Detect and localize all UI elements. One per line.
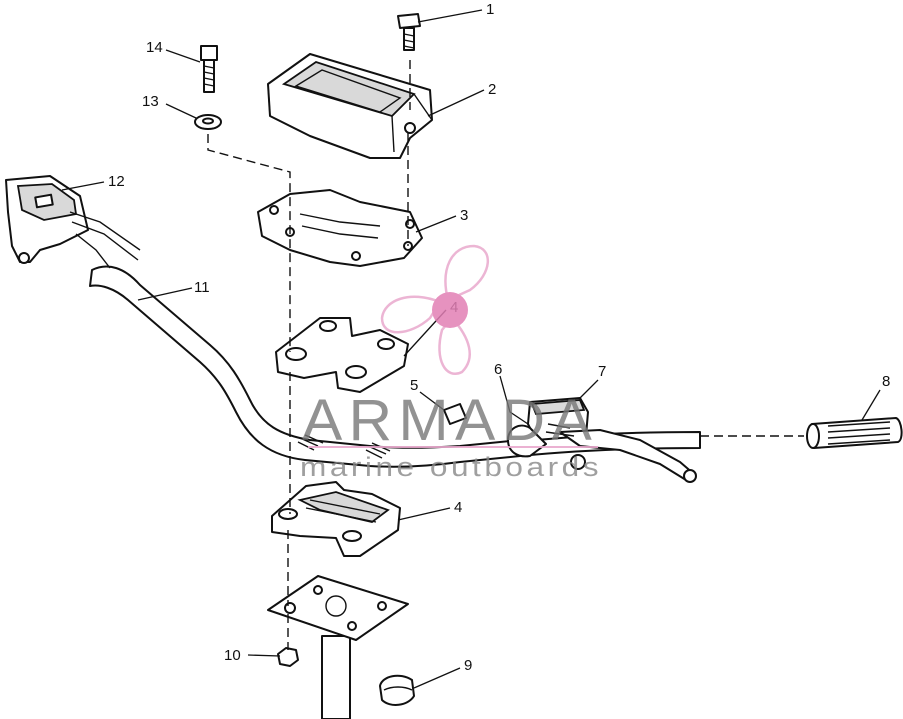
callout-14: 14 bbox=[146, 39, 163, 56]
callout-10: 10 bbox=[224, 647, 241, 664]
watermark-divider bbox=[308, 446, 598, 448]
callout-2: 2 bbox=[488, 81, 496, 98]
control-housing bbox=[5, 175, 141, 269]
handle-grip bbox=[806, 417, 903, 449]
callout-4-lower: 4 bbox=[454, 499, 462, 516]
callout-8: 8 bbox=[882, 373, 890, 390]
pin-5 bbox=[443, 403, 467, 425]
callout-5: 5 bbox=[410, 377, 418, 394]
upper-holder bbox=[275, 317, 409, 393]
steering-post bbox=[267, 575, 409, 719]
callout-1: 1 bbox=[486, 1, 494, 18]
callout-6: 6 bbox=[494, 361, 502, 378]
washer-13 bbox=[194, 114, 222, 130]
bolt-14 bbox=[200, 45, 218, 93]
lower-holder bbox=[271, 481, 401, 557]
watermark: ARMADA marine outboards bbox=[300, 244, 602, 482]
nut-10 bbox=[277, 647, 299, 667]
brake-lever-assembly bbox=[507, 397, 697, 483]
cable-clamp-9 bbox=[379, 674, 415, 706]
callout-12: 12 bbox=[108, 173, 125, 190]
callout-3: 3 bbox=[460, 207, 468, 224]
watermark-brand: ARMADA bbox=[302, 388, 598, 453]
clamp-plate bbox=[257, 189, 423, 267]
bolt-1 bbox=[397, 13, 421, 51]
callout-labels: 1 2 3 4 4 5 6 7 8 9 10 11 12 13 14 bbox=[108, 1, 890, 674]
callout-13: 13 bbox=[142, 93, 159, 110]
callout-9: 9 bbox=[464, 657, 472, 674]
cover-pad bbox=[267, 53, 433, 159]
callout-11: 11 bbox=[194, 279, 210, 296]
propeller-logo-icon bbox=[380, 244, 490, 375]
assembly-lines bbox=[207, 60, 804, 650]
callout-7: 7 bbox=[598, 363, 606, 380]
leader-lines bbox=[61, 9, 881, 689]
watermark-tagline: marine outboards bbox=[300, 452, 602, 482]
